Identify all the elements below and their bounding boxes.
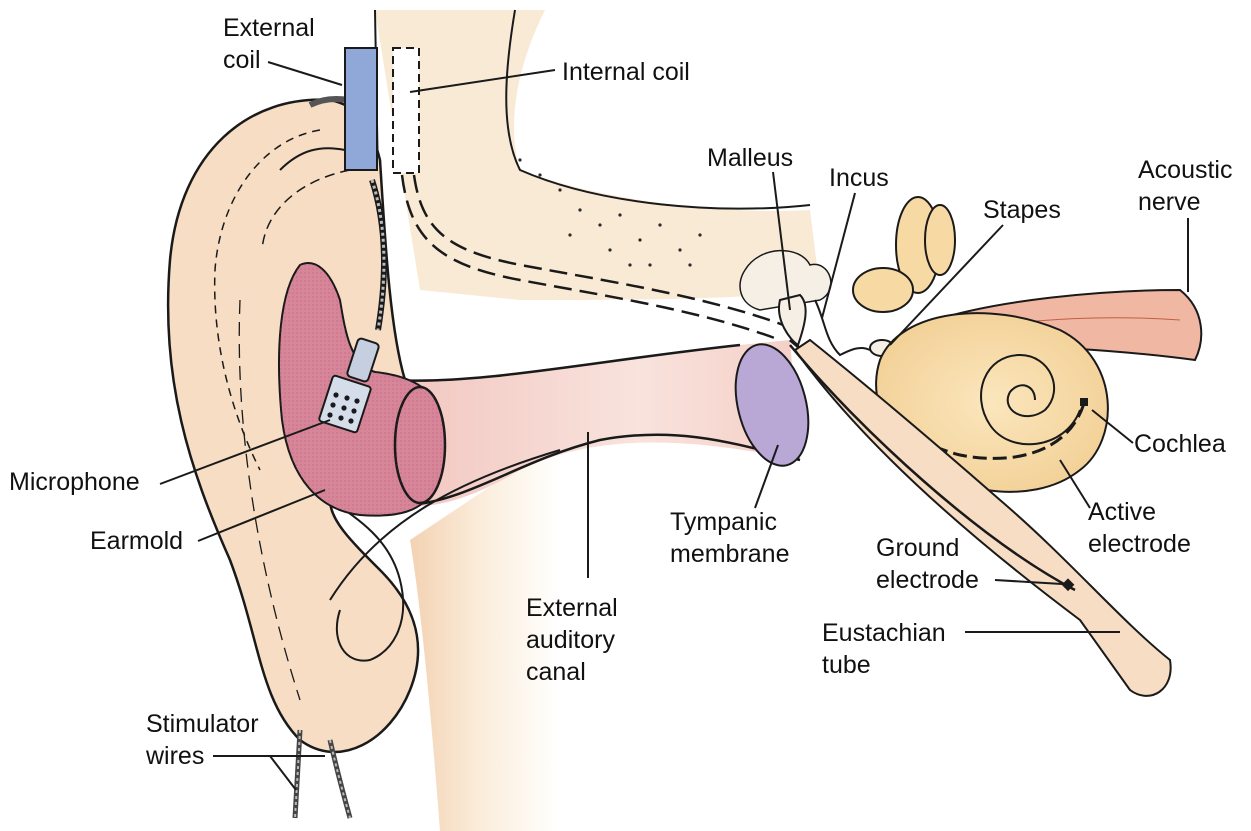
label-stimulator-wires: Stimulator wires — [146, 710, 259, 770]
microphone-device — [318, 337, 380, 434]
external-coil-device — [344, 47, 378, 171]
label-ground-electrode: Ground electrode — [876, 534, 979, 594]
label-earmold: Earmold — [90, 527, 184, 555]
ground-electrode-lead — [789, 344, 1076, 592]
head-side — [410, 440, 560, 831]
leader-lines — [159, 61, 1189, 791]
incus-bone — [814, 299, 871, 357]
label-microphone: Microphone — [9, 468, 140, 496]
tympanic-membrane-shape — [734, 343, 810, 467]
label-stapes: Stapes — [983, 196, 1061, 224]
stimulator-wire-1 — [292, 729, 303, 819]
label-malleus: Malleus — [707, 144, 794, 172]
skull-outline — [505, 9, 811, 210]
label-active-electrode: Active electrode — [1088, 498, 1191, 558]
label-eustachian-tube: Eustachian tube — [822, 619, 946, 679]
concha-lower — [329, 499, 405, 662]
bone-texture — [518, 158, 702, 267]
label-external-auditory-canal: External auditory canal — [526, 594, 618, 686]
malleus-bone — [778, 293, 807, 347]
eustachian-tube-shape — [793, 338, 1172, 697]
semicircular-canals — [852, 196, 956, 313]
label-cochlea: Cochlea — [1134, 430, 1226, 458]
skull-region — [375, 10, 820, 300]
label-tympanic-membrane: Tympanic membrane — [670, 508, 790, 568]
label-acoustic-nerve: Acoustic nerve — [1138, 156, 1233, 216]
internal-coil-device — [392, 47, 420, 174]
label-external-coil: External coil — [223, 14, 315, 74]
auditory-canal — [395, 340, 800, 507]
electrode-lead — [400, 174, 781, 342]
label-internal-coil: Internal coil — [562, 58, 690, 86]
label-incus: Incus — [829, 164, 889, 192]
